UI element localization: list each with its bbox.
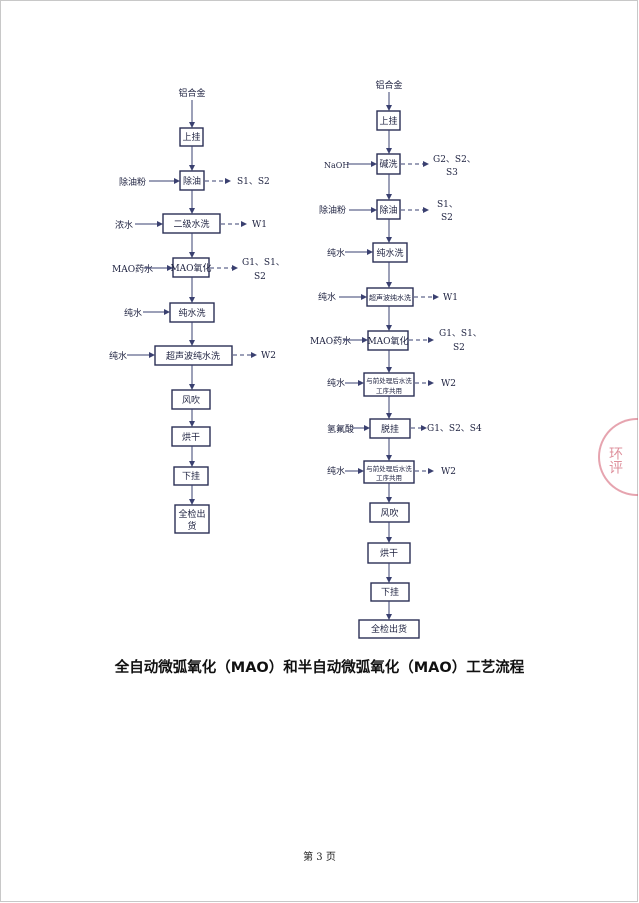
output-label: G2、S2、 xyxy=(433,155,476,165)
process-box xyxy=(173,466,209,486)
process-box xyxy=(171,426,211,447)
process-box xyxy=(370,582,410,602)
output-label: G1、S1、 xyxy=(242,258,285,268)
input-label: 纯水 xyxy=(327,247,345,259)
step-label: 纯水洗 xyxy=(376,247,403,259)
output-label: G1、S2、S4 xyxy=(427,424,482,434)
step-label: 风吹 xyxy=(182,394,200,406)
process-box xyxy=(171,389,211,410)
step-label: 风吹 xyxy=(380,507,398,519)
step-label: 工序共用 xyxy=(376,386,402,395)
step-label: 二级水洗 xyxy=(173,218,209,230)
step-label: 下挂 xyxy=(381,586,399,598)
output-label: S1、S2 xyxy=(237,177,270,187)
step-label: 与前处理后水洗 xyxy=(366,376,412,385)
page-number: 第 3 页 xyxy=(303,852,336,863)
left-flow: 铝合金 上挂 除油 二级水洗 MAO氧化 纯水洗 超声波纯水洗 风吹 烘干 下挂… xyxy=(109,87,285,534)
process-box xyxy=(172,257,210,278)
input-label: 纯水 xyxy=(109,350,127,362)
step-label: 烘干 xyxy=(182,431,200,443)
step-label: 超声波纯水洗 xyxy=(166,350,220,362)
output-label: S2 xyxy=(453,343,465,353)
step-label: 上挂 xyxy=(379,115,397,127)
step-label: 货 xyxy=(187,520,196,532)
output-label: W2 xyxy=(441,467,456,477)
input-label: NaOH xyxy=(324,161,349,170)
process-box xyxy=(367,330,409,351)
right-flow: 铝合金 上挂 碱洗 除油 纯水洗 超声波纯水洗 MAO氧化 与前处理后水洗工序共… xyxy=(310,79,482,639)
step-label: MAO氧化 xyxy=(367,335,408,347)
input-label: 除油粉 xyxy=(119,176,146,188)
process-box xyxy=(358,619,420,639)
output-label: S2 xyxy=(254,272,266,282)
input-label: 纯水 xyxy=(327,465,345,477)
input-label: 氢氟酸 xyxy=(327,423,354,435)
output-label: W2 xyxy=(261,351,276,361)
process-box xyxy=(154,345,233,366)
step-label: 下挂 xyxy=(182,470,200,482)
process-box xyxy=(366,287,414,307)
step-label: 除油 xyxy=(379,204,397,216)
step-label: 烘干 xyxy=(380,547,398,559)
figure-caption: 全自动微弧氧化（MAO）和半自动微弧氧化（MAO）工艺流程 xyxy=(114,660,525,676)
input-label: 除油粉 xyxy=(319,204,346,216)
step-label: 纯水洗 xyxy=(178,307,205,319)
step-label: 上挂 xyxy=(182,131,200,143)
start-label: 铝合金 xyxy=(178,87,205,99)
input-label: 纯水 xyxy=(327,377,345,389)
start-label: 铝合金 xyxy=(375,79,402,91)
input-label: MAO药水 xyxy=(112,263,153,275)
output-label: S1、 xyxy=(437,200,458,210)
step-label: 全检出货 xyxy=(371,623,407,635)
seal-text: 环评 xyxy=(607,446,623,474)
step-label: MAO氧化 xyxy=(170,262,211,274)
output-label: S3 xyxy=(446,168,458,178)
process-box xyxy=(174,504,210,534)
input-label: 纯水 xyxy=(318,291,336,303)
step-label: 除油 xyxy=(183,175,201,187)
output-label: W1 xyxy=(443,293,458,303)
input-label: 浓水 xyxy=(115,219,133,231)
output-label: G1、S1、 xyxy=(439,329,482,339)
process-box xyxy=(372,242,408,263)
input-label: MAO药水 xyxy=(310,335,351,347)
step-label: 与前处理后水洗 xyxy=(366,464,412,473)
output-label: S2 xyxy=(441,213,453,223)
output-label: W1 xyxy=(252,220,267,230)
input-label: 纯水 xyxy=(124,307,142,319)
step-label: 超声波纯水洗 xyxy=(369,293,411,302)
process-box xyxy=(369,418,411,439)
output-label: W2 xyxy=(441,379,456,389)
step-label: 脱挂 xyxy=(381,423,399,435)
step-label: 碱洗 xyxy=(379,158,397,170)
step-label: 工序共用 xyxy=(376,473,402,482)
step-label: 全检出 xyxy=(178,508,205,520)
